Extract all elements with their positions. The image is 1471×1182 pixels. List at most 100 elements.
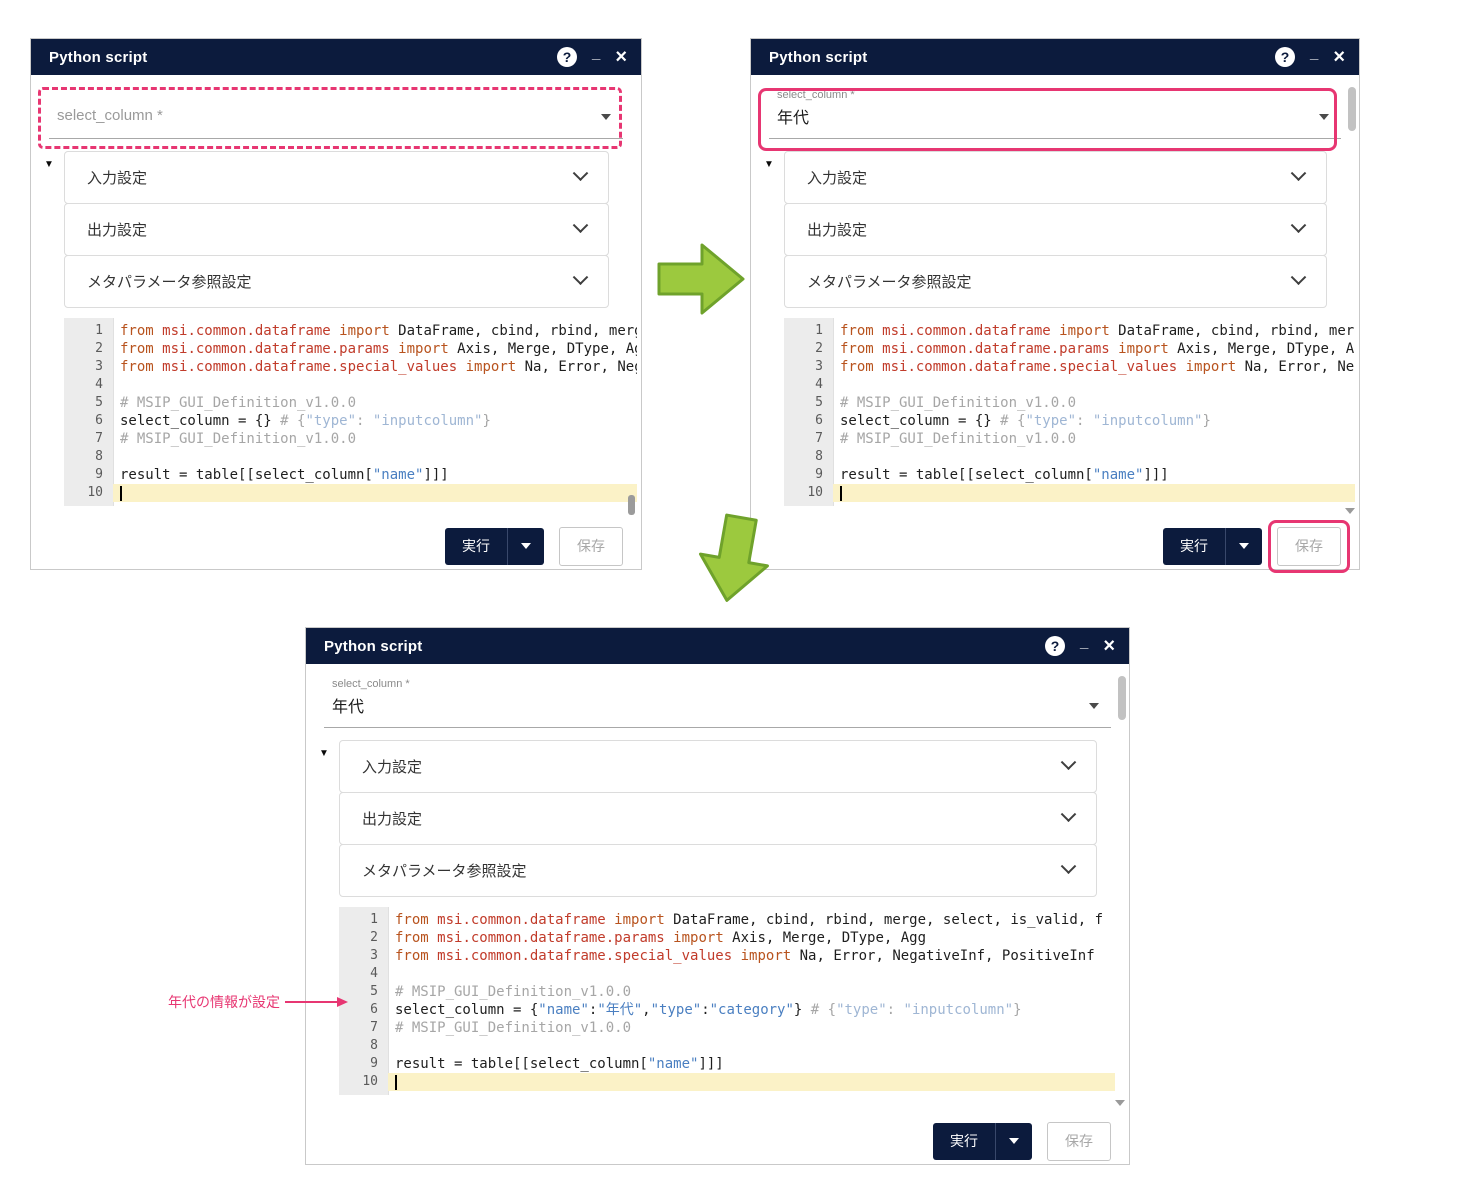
- line-number: 1: [95, 323, 103, 338]
- run-button[interactable]: 実行: [1163, 527, 1225, 565]
- run-dropdown-button[interactable]: [507, 527, 544, 565]
- line-number: 2: [370, 930, 378, 945]
- save-button-wrap: 保存: [1268, 519, 1350, 573]
- code-line: 7# MSIP_GUI_Definition_v1.0.0: [64, 430, 637, 448]
- close-icon[interactable]: ×: [1333, 46, 1345, 68]
- dropdown-arrow-icon: [601, 114, 611, 120]
- line-number: 7: [815, 431, 823, 446]
- section-input-settings[interactable]: 入力設定: [784, 151, 1327, 204]
- section-output-settings[interactable]: 出力設定: [784, 203, 1327, 256]
- button-bar: 実行 保存: [306, 1110, 1129, 1172]
- code-line: 8: [784, 448, 1355, 466]
- line-number: 5: [95, 395, 103, 410]
- line-number: 5: [370, 984, 378, 999]
- line-number: 6: [95, 413, 103, 428]
- titlebar-icons: ? _ ×: [1044, 633, 1115, 657]
- line-number: 1: [815, 323, 823, 338]
- help-icon[interactable]: ?: [556, 47, 577, 67]
- python-script-dialog-bottom: Python script ? _ × select_column * 年代 ▼…: [305, 627, 1130, 1165]
- section-metaparameter-settings[interactable]: メタパラメータ参照設定: [784, 255, 1327, 308]
- line-number: 3: [370, 948, 378, 963]
- collapse-triangle-icon[interactable]: ▼: [764, 159, 774, 170]
- close-icon[interactable]: ×: [615, 46, 627, 68]
- code-line: 5# MSIP_GUI_Definition_v1.0.0: [784, 394, 1355, 412]
- titlebar-icons: ? _ ×: [1274, 44, 1345, 68]
- line-number: 8: [815, 449, 823, 464]
- select-label: select_column *: [777, 89, 855, 101]
- section-input-settings[interactable]: 入力設定: [339, 740, 1097, 793]
- save-button[interactable]: 保存: [1047, 1121, 1111, 1161]
- help-icon[interactable]: ?: [1274, 47, 1295, 67]
- collapse-triangle-icon[interactable]: ▼: [319, 748, 329, 759]
- window-title: Python script: [49, 48, 148, 66]
- section-output-settings[interactable]: 出力設定: [339, 792, 1097, 845]
- select-column-field[interactable]: select_column *: [49, 83, 623, 139]
- help-icon[interactable]: ?: [1044, 636, 1065, 656]
- section-label: 入力設定: [362, 759, 423, 776]
- collapse-triangle-icon[interactable]: ▼: [44, 159, 54, 170]
- select-value: 年代: [777, 110, 810, 127]
- chevron-down-icon: [1290, 217, 1307, 234]
- button-bar: 実行 保存: [31, 515, 641, 577]
- sections-list: 入力設定 出力設定 メタパラメータ参照設定: [64, 151, 609, 308]
- scrollbar-thumb[interactable]: [628, 495, 635, 515]
- titlebar[interactable]: Python script ? _ ×: [306, 628, 1129, 664]
- line-number: 4: [95, 377, 103, 392]
- run-dropdown-button[interactable]: [1225, 527, 1262, 565]
- select-column-field[interactable]: select_column * 年代: [769, 83, 1341, 139]
- dropdown-arrow-icon: [1089, 703, 1099, 709]
- section-output-settings[interactable]: 出力設定: [64, 203, 609, 256]
- flow-arrow-right-icon: [657, 243, 745, 315]
- section-label: メタパラメータ参照設定: [362, 863, 527, 880]
- section-input-settings[interactable]: 入力設定: [64, 151, 609, 204]
- run-button[interactable]: 実行: [445, 527, 507, 565]
- select-column-field[interactable]: select_column * 年代: [324, 672, 1111, 728]
- save-button[interactable]: 保存: [1277, 526, 1341, 566]
- line-number: 2: [95, 341, 103, 356]
- minimize-icon[interactable]: _: [1309, 44, 1319, 62]
- sections-list: 入力設定 出力設定 メタパラメータ参照設定: [339, 740, 1097, 897]
- section-label: メタパラメータ参照設定: [87, 274, 252, 291]
- code-line: 8: [339, 1037, 1115, 1055]
- dropdown-arrow-icon: [1009, 1138, 1019, 1144]
- titlebar[interactable]: Python script ? _ ×: [751, 39, 1359, 75]
- scroll-down-arrow-icon[interactable]: [1345, 508, 1355, 514]
- line-number: 4: [370, 966, 378, 981]
- run-button[interactable]: 実行: [933, 1122, 995, 1160]
- section-label: 入力設定: [807, 170, 868, 187]
- save-button[interactable]: 保存: [559, 526, 623, 566]
- close-icon[interactable]: ×: [1103, 635, 1115, 657]
- titlebar-icons: ? _ ×: [556, 44, 627, 68]
- minimize-icon[interactable]: _: [591, 44, 601, 62]
- scrollbar-thumb[interactable]: [1118, 676, 1126, 720]
- python-script-dialog-left: Python script ? _ × select_column * ▼ 入力…: [30, 38, 642, 570]
- code-line: 8: [64, 448, 637, 466]
- flow-arrow-down-icon: [699, 513, 769, 602]
- line-number: 8: [370, 1038, 378, 1053]
- titlebar[interactable]: Python script ? _ ×: [31, 39, 641, 75]
- section-metaparameter-settings[interactable]: メタパラメータ参照設定: [339, 844, 1097, 897]
- annotation: 年代の情報が設定: [168, 992, 349, 1012]
- section-metaparameter-settings[interactable]: メタパラメータ参照設定: [64, 255, 609, 308]
- scrollbar-thumb[interactable]: [1348, 87, 1356, 131]
- minimize-icon[interactable]: _: [1079, 633, 1089, 651]
- run-button-group: 実行: [1163, 527, 1262, 565]
- code-line: 10: [64, 484, 637, 502]
- scroll-down-arrow-icon[interactable]: [1115, 1100, 1125, 1106]
- select-label: select_column *: [332, 678, 410, 690]
- dropdown-arrow-icon: [521, 543, 531, 549]
- run-dropdown-button[interactable]: [995, 1122, 1032, 1160]
- line-number: 3: [815, 359, 823, 374]
